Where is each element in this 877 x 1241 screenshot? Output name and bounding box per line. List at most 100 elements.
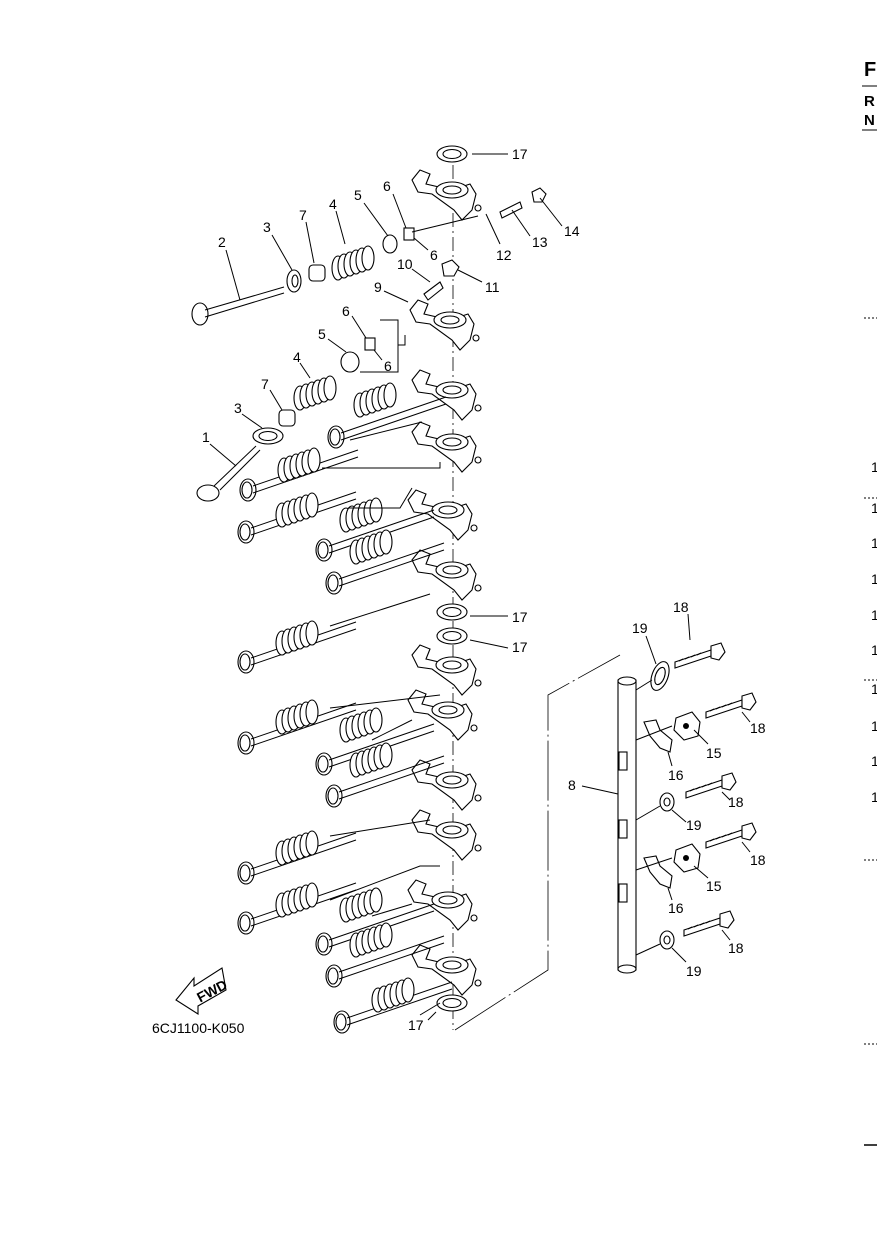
edge-number: 1 — [871, 753, 877, 769]
callout-6: 6 — [430, 247, 438, 263]
callout-14: 14 — [564, 223, 580, 239]
callout-19: 19 — [686, 817, 702, 833]
callout-12: 12 — [496, 247, 512, 263]
callout-2: 2 — [218, 234, 226, 250]
right-edge-text: F R N 1 1 1 1 1 1 1 1 1 1 — [862, 59, 877, 1146]
washer-17-top — [436, 145, 468, 163]
callout-4: 4 — [329, 196, 337, 212]
callout-17: 17 — [512, 639, 528, 655]
valve-spring-4 — [331, 245, 375, 281]
callout-1: 1 — [202, 429, 210, 445]
bolt-18 — [674, 642, 726, 669]
callout-17: 17 — [408, 1017, 424, 1033]
valve-spring-4 — [293, 375, 337, 411]
valve-assembly — [237, 491, 357, 544]
callout-15: 15 — [706, 878, 722, 894]
washer-19 — [659, 930, 675, 950]
callout-6: 6 — [342, 303, 350, 319]
callout-17: 17 — [512, 609, 528, 625]
callout-18: 18 — [750, 852, 766, 868]
callout-16: 16 — [668, 767, 684, 783]
valve-assembly — [237, 699, 357, 755]
valve-cotter-6 — [403, 227, 415, 241]
callout-7: 7 — [261, 376, 269, 392]
washer-17-mid-2 — [436, 627, 468, 645]
bolt-18 — [705, 822, 757, 849]
edge-number: 1 — [871, 571, 877, 587]
washer-19 — [659, 792, 675, 812]
callouts: 17 6 5 4 7 3 2 6 12 13 14 10 11 9 6 5 6 — [202, 146, 766, 1033]
valve-assembly — [237, 882, 357, 935]
locknut-11 — [441, 259, 460, 277]
valve-assembly — [239, 447, 359, 502]
callout-5: 5 — [354, 187, 362, 203]
rocker-arm-top — [411, 169, 482, 221]
edge-header-letter: R — [864, 93, 875, 110]
callout-19: 19 — [686, 963, 702, 979]
edge-number: 1 — [871, 500, 877, 516]
edge-header-letter: F — [864, 59, 876, 81]
rocker-arm — [407, 879, 478, 931]
valve-assembly — [237, 830, 357, 885]
callout-18: 18 — [728, 794, 744, 810]
edge-number: 1 — [871, 459, 877, 475]
clip-16 — [643, 719, 673, 753]
valve-assembly — [333, 977, 453, 1034]
valve-seal-7 — [308, 264, 326, 282]
adjusting-screw-13 — [499, 201, 523, 219]
rocker-arm — [411, 944, 482, 996]
forward-arrow-icon: FWD — [175, 967, 230, 1016]
assembly-guide-lines — [322, 215, 479, 1016]
callout-6: 6 — [383, 178, 391, 194]
callout-4: 4 — [293, 349, 301, 365]
callout-10: 10 — [397, 256, 413, 272]
rocker-arm — [411, 421, 482, 473]
edge-header-letter: N — [864, 112, 875, 129]
callout-9: 9 — [374, 279, 382, 295]
edge-number: 1 — [871, 681, 877, 697]
washer-17-bottom — [436, 994, 468, 1012]
callout-8: 8 — [568, 777, 576, 793]
callout-3: 3 — [263, 219, 271, 235]
callout-7: 7 — [299, 207, 307, 223]
edge-number: 1 — [871, 718, 877, 734]
bolt-18 — [705, 692, 757, 719]
washer-17-mid-1 — [436, 603, 468, 621]
callout-13: 13 — [532, 234, 548, 250]
rocker-arm — [411, 809, 482, 861]
callout-5: 5 — [318, 326, 326, 342]
callout-11: 11 — [485, 279, 500, 295]
rocker-arm — [411, 644, 482, 696]
valve-assembly — [237, 620, 357, 674]
spring-retainer-5 — [382, 234, 398, 254]
edge-number: 1 — [871, 607, 877, 623]
bolt-18 — [683, 910, 735, 937]
callout-17: 17 — [512, 146, 528, 162]
rocker-shaft-8 — [454, 654, 637, 1031]
washer-19 — [646, 658, 674, 694]
plate-15 — [673, 711, 701, 741]
spring-seat-3 — [286, 269, 302, 293]
locknut-14 — [531, 187, 547, 203]
valve-cotter-6 — [364, 337, 376, 351]
callout-6: 6 — [384, 358, 392, 374]
valve-seal-7 — [278, 409, 296, 427]
callout-16: 16 — [668, 900, 684, 916]
edge-number: 1 — [871, 642, 877, 658]
adjusting-screw-10 — [423, 281, 444, 301]
callout-18: 18 — [673, 599, 689, 615]
valve-2 — [191, 286, 285, 326]
callout-18: 18 — [728, 940, 744, 956]
callout-18: 18 — [750, 720, 766, 736]
shaft-leader-lines — [635, 679, 673, 956]
spring-seat-3 — [252, 427, 284, 445]
callout-19: 19 — [632, 620, 648, 636]
valve-1 — [196, 445, 261, 502]
edge-number: 1 — [871, 535, 877, 551]
clip-16 — [643, 855, 673, 889]
rocker-arm-9 — [409, 299, 480, 351]
callout-15: 15 — [706, 745, 722, 761]
spring-retainer-5 — [340, 351, 360, 373]
rocker-arm — [411, 759, 482, 811]
